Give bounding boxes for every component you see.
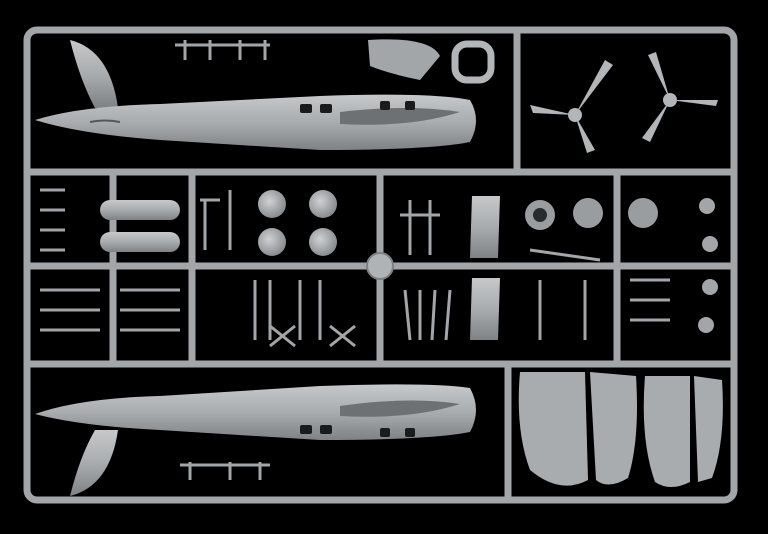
frame-part (451, 40, 495, 84)
propeller-right (642, 52, 718, 142)
propeller-left (530, 60, 613, 153)
nacelle-pods (100, 200, 180, 252)
wheels (258, 190, 337, 256)
sprue-hub (366, 252, 394, 280)
engine-parts (525, 198, 718, 333)
small-parts (40, 40, 670, 480)
fuselage-lower (35, 384, 476, 496)
wing-panels (518, 372, 723, 487)
fuselage-upper (35, 40, 476, 150)
canopy-part (368, 39, 440, 80)
cowlings (470, 196, 500, 340)
sprue-frame (23, 26, 738, 504)
